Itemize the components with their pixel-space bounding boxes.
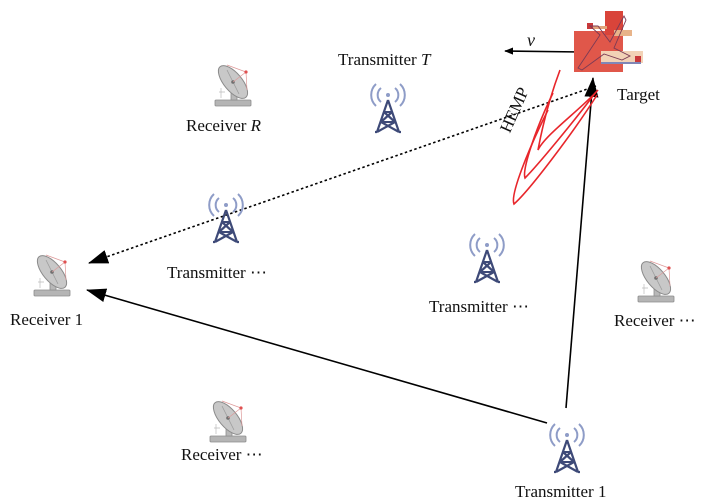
velocity-label: v (527, 30, 535, 50)
transmitter-t-label-text: Transmitter (338, 50, 421, 69)
radio-tower-icon (549, 422, 585, 474)
transmitter-t-label-var: T (420, 50, 431, 69)
radio-tower-icon (469, 232, 505, 284)
receiver-1-label: Receiver 1 (10, 310, 84, 329)
transmitter-mid-center-label: Transmitter ⋯ (429, 297, 529, 316)
aircraft-target-icon (574, 11, 643, 72)
target-label: Target (617, 85, 660, 104)
satellite-dish-icon (212, 60, 254, 107)
satellite-dish-icon (635, 256, 677, 303)
direct-path-arrow (86, 288, 548, 424)
hemp-pulse-icon (512, 69, 599, 206)
receiver-r-label: Receiver R (186, 117, 261, 134)
transmitter-t-label: Transmitter T (338, 51, 430, 68)
receiver-bottom-label: Receiver ⋯ (181, 445, 263, 464)
transmitter-1-label: Transmitter 1 (515, 482, 607, 501)
transmitter-mid-left-label: Transmitter ⋯ (167, 263, 267, 282)
radio-tower-icon (208, 192, 244, 244)
radio-tower-icon (370, 82, 406, 134)
satellite-dish-icon (31, 250, 73, 297)
velocity-arrow (504, 47, 583, 55)
receiver-r-label-var: R (250, 116, 262, 135)
satellite-dish-icon (207, 396, 249, 443)
receiver-r-label-text: Receiver (186, 116, 251, 135)
receiver-right-label: Receiver ⋯ (614, 311, 696, 330)
illumination-arrow (565, 77, 599, 409)
